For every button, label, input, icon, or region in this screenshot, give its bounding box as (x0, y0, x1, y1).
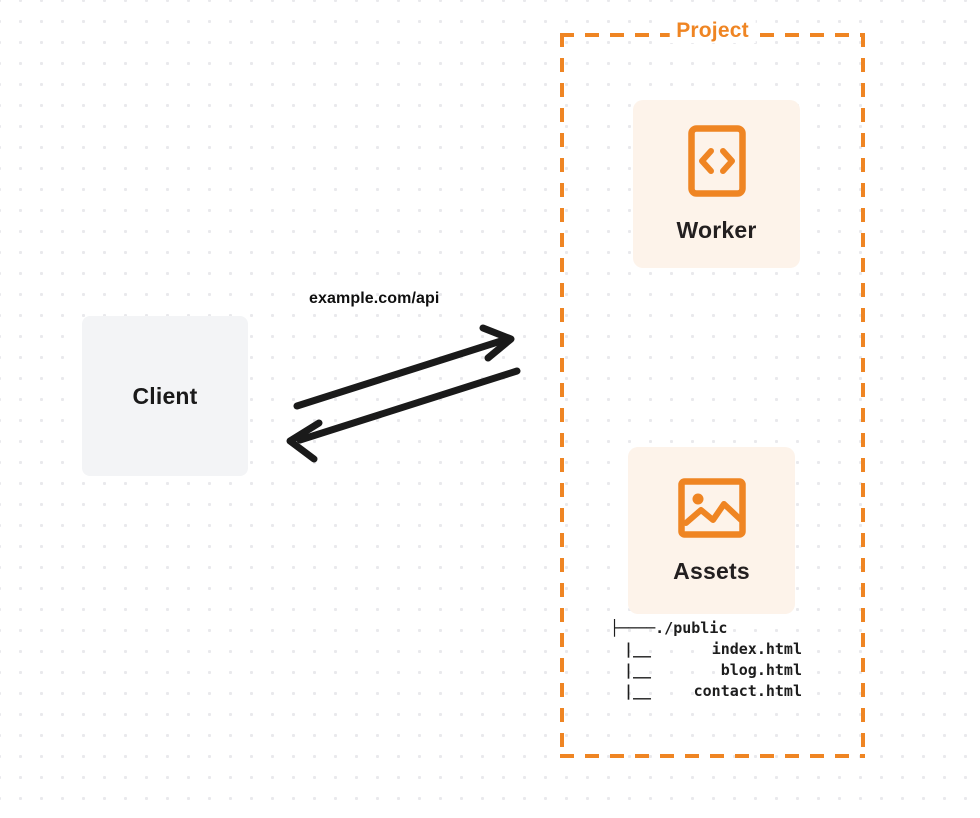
response-arrow (286, 367, 521, 463)
tree-branch-glyph: |__ (624, 682, 652, 700)
tree-row: ├──── ./public (610, 618, 802, 639)
request-url-label: example.com/api (309, 290, 440, 307)
client-label: Client (132, 382, 198, 409)
tree-node-name: index.html (711, 640, 802, 658)
tree-branch-glyph: |__ (624, 640, 652, 658)
client-node[interactable]: Client (82, 316, 248, 476)
assets-card[interactable]: Assets (628, 447, 795, 614)
tree-node-name: contact.html (693, 682, 802, 700)
project-border-bottom (560, 754, 865, 758)
project-container: Project (560, 19, 865, 758)
tree-branch-glyph: |__ (624, 661, 652, 679)
project-title: Project (669, 19, 756, 43)
request-arrow (293, 324, 515, 410)
project-border-right (861, 33, 865, 758)
tree-node-name: blog.html (720, 661, 802, 679)
tree-row: |__ blog.html (610, 660, 802, 681)
image-icon (677, 477, 747, 544)
tree-node-name: ./public (655, 619, 728, 637)
assets-label: Assets (673, 557, 750, 584)
tree-branch-glyph: ├──── (610, 619, 656, 637)
worker-card[interactable]: Worker (633, 100, 800, 268)
file-tree: ├──── ./public |__ index.html |__ blog.h… (610, 618, 802, 702)
tree-row: |__ index.html (610, 639, 802, 660)
tree-row: |__ contact.html (610, 681, 802, 702)
code-brackets-icon (687, 124, 747, 203)
worker-label: Worker (676, 217, 757, 243)
project-border-left (560, 33, 564, 758)
